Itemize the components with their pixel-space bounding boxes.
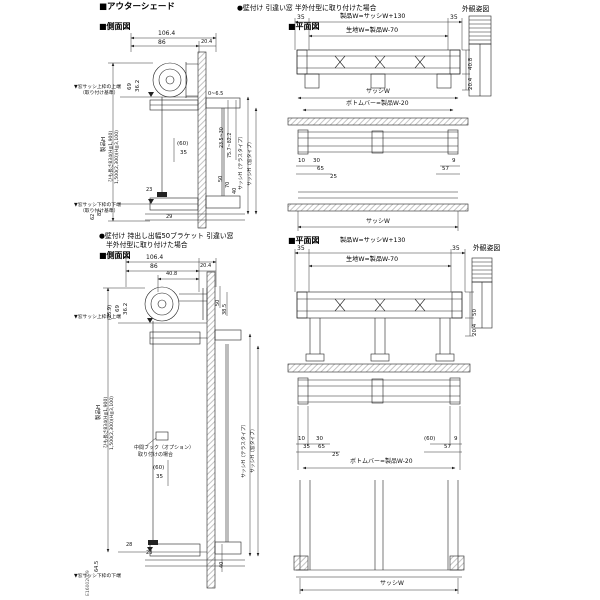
dim-label: 1,500(2,300)(H≦3,100) (115, 130, 120, 184)
dim-label: 35 (452, 245, 460, 252)
dim-label: 86 (158, 39, 166, 46)
dim-label: （取り付け基準） (80, 91, 119, 96)
dim-label: 35 (297, 14, 305, 21)
section1-subtitle: ●壁付け 引違い窓 半外付型に取り付けた場合 (237, 4, 377, 12)
top-appearance-view (468, 15, 492, 97)
dim-label: 57 (442, 166, 449, 172)
dim-label: 36.2 (135, 79, 141, 92)
bottom-appearance-view (471, 257, 493, 329)
dim-label: 中間フック（オプション） (134, 445, 195, 451)
dim-label: 9 (452, 158, 456, 164)
dim-label: 69 (127, 83, 133, 90)
dim-label: 0~6.5 (208, 91, 224, 97)
dim-label: サッシW (366, 88, 390, 95)
dim-label: 28 (126, 542, 133, 548)
dim-label: サッシH（テラスタイプ） (242, 421, 247, 478)
dim-label: (60) (153, 465, 165, 471)
section1-side-view-label: ■側面図 (99, 22, 131, 31)
dim-label: 製品H (101, 136, 107, 152)
dim-label: (60) (424, 436, 436, 442)
dim-label: 30 (316, 436, 323, 442)
dim-label: 69 (115, 305, 121, 312)
dim-label: 20.4 (201, 39, 213, 45)
dim-label: 35 (180, 150, 187, 156)
dim-label: 36.2 (123, 302, 129, 315)
dim-label: 23 (146, 550, 153, 556)
top-plan-view (287, 18, 470, 231)
dim-label: サッシW (380, 580, 404, 587)
dim-label: 64.5 (94, 560, 100, 572)
dim-label: サッシH（テラスタイプ） (239, 133, 244, 190)
dim-label: 9 (454, 436, 458, 442)
dim-label: ▼窓サッシ下枠の下端 (74, 574, 121, 579)
section2-plan-view-label: ■平面図 (288, 236, 320, 245)
section2-appearance-label: 外観姿図 (473, 244, 501, 252)
section1-fabric-width-label: 生地W=製品W-70 (346, 27, 399, 34)
dim-label: 86 (150, 263, 158, 270)
dim-label: ひも長さ834(H≦1,900) (104, 396, 109, 448)
dim-label: 23.5~30 (220, 127, 225, 148)
dim-label: 40 (232, 187, 238, 194)
dim-label: 50 (218, 175, 224, 182)
dim-label: ▼窓サッシ下枠の下端 (74, 203, 121, 208)
dim-label: 10 (298, 436, 305, 442)
dim-label: 30 (313, 158, 320, 164)
dim-label: 35 (303, 444, 310, 450)
bottom-plan-view (287, 249, 474, 594)
dim-label: 38.5 (222, 303, 228, 315)
dim-label: 25 (332, 452, 339, 458)
dim-label: 35 (450, 14, 458, 21)
dim-label: (60) (177, 141, 189, 147)
dim-label: 106.4 (158, 30, 176, 37)
dim-label: 57 (444, 444, 451, 450)
page-title: ■アウターシェード (99, 2, 175, 12)
dim-label: 40.8 (166, 271, 178, 277)
section1-plan-view-label: ■平面図 (288, 22, 320, 31)
dim-label: 50 (215, 299, 221, 306)
dim-label: ひも長さ834(H≦1,900) (109, 130, 114, 182)
dim-label: （取り付け基準） (80, 209, 119, 214)
dim-label: 40 (219, 561, 225, 568)
dim-label: 20.4 (472, 323, 478, 336)
dim-label: 75.7~82.2 (228, 132, 233, 158)
dim-label: ▼窓サッシ上枠の上端 (74, 315, 121, 320)
dim-label: 25 (330, 174, 337, 180)
dim-label: 35 (297, 245, 305, 252)
section2-product-width-label: 製品W=サッシW+130 (340, 237, 406, 244)
top-side-view (108, 33, 258, 229)
dim-label: サッシH（窓タイプ） (251, 426, 256, 473)
section1-appearance-label: 外観姿図 (462, 5, 490, 13)
section2-subtitle-line1: ●壁付け 持出し出幅50ブラケット 引違い窓 (99, 232, 234, 240)
dim-label: 23 (146, 187, 153, 193)
section2-fabric-width-label: 生地W=製品W-70 (346, 256, 399, 263)
dim-label: ▼窓サッシ上枠の上端 (74, 85, 121, 90)
dim-label: 35 (156, 474, 163, 480)
dim-label: 29 (166, 214, 173, 220)
dim-label: ボトムバー=製品W-20 (346, 100, 409, 107)
section2-side-view-label: ■側面図 (99, 251, 131, 260)
dim-label: 10 (298, 158, 305, 164)
dim-label: 40.8 (468, 57, 474, 70)
dim-label: ボトムバー=製品W-20 (350, 458, 413, 465)
dim-label: サッシH（窓タイプ） (248, 139, 253, 186)
dim-label: 65 (318, 444, 325, 450)
dim-label: 取り付けの場合 (138, 452, 174, 458)
section1-product-width-label: 製品W=サッシW+130 (340, 13, 406, 20)
dim-label: 1,500(2,300)(H≦3,100) (110, 396, 115, 450)
dim-label: 製品H (96, 404, 102, 420)
dim-label: 20.4 (200, 263, 212, 269)
dim-label: 50 (472, 309, 478, 316)
section2-subtitle-line2: 半外付型に取り付けた場合 (106, 241, 188, 249)
dim-label: 20.4 (468, 77, 474, 90)
dim-label: 65 (317, 166, 324, 172)
bottom-side-view (103, 258, 260, 589)
dim-label: 70 (225, 181, 231, 188)
dim-label: サッシW (366, 218, 390, 225)
dim-label: 106.4 (146, 254, 164, 261)
